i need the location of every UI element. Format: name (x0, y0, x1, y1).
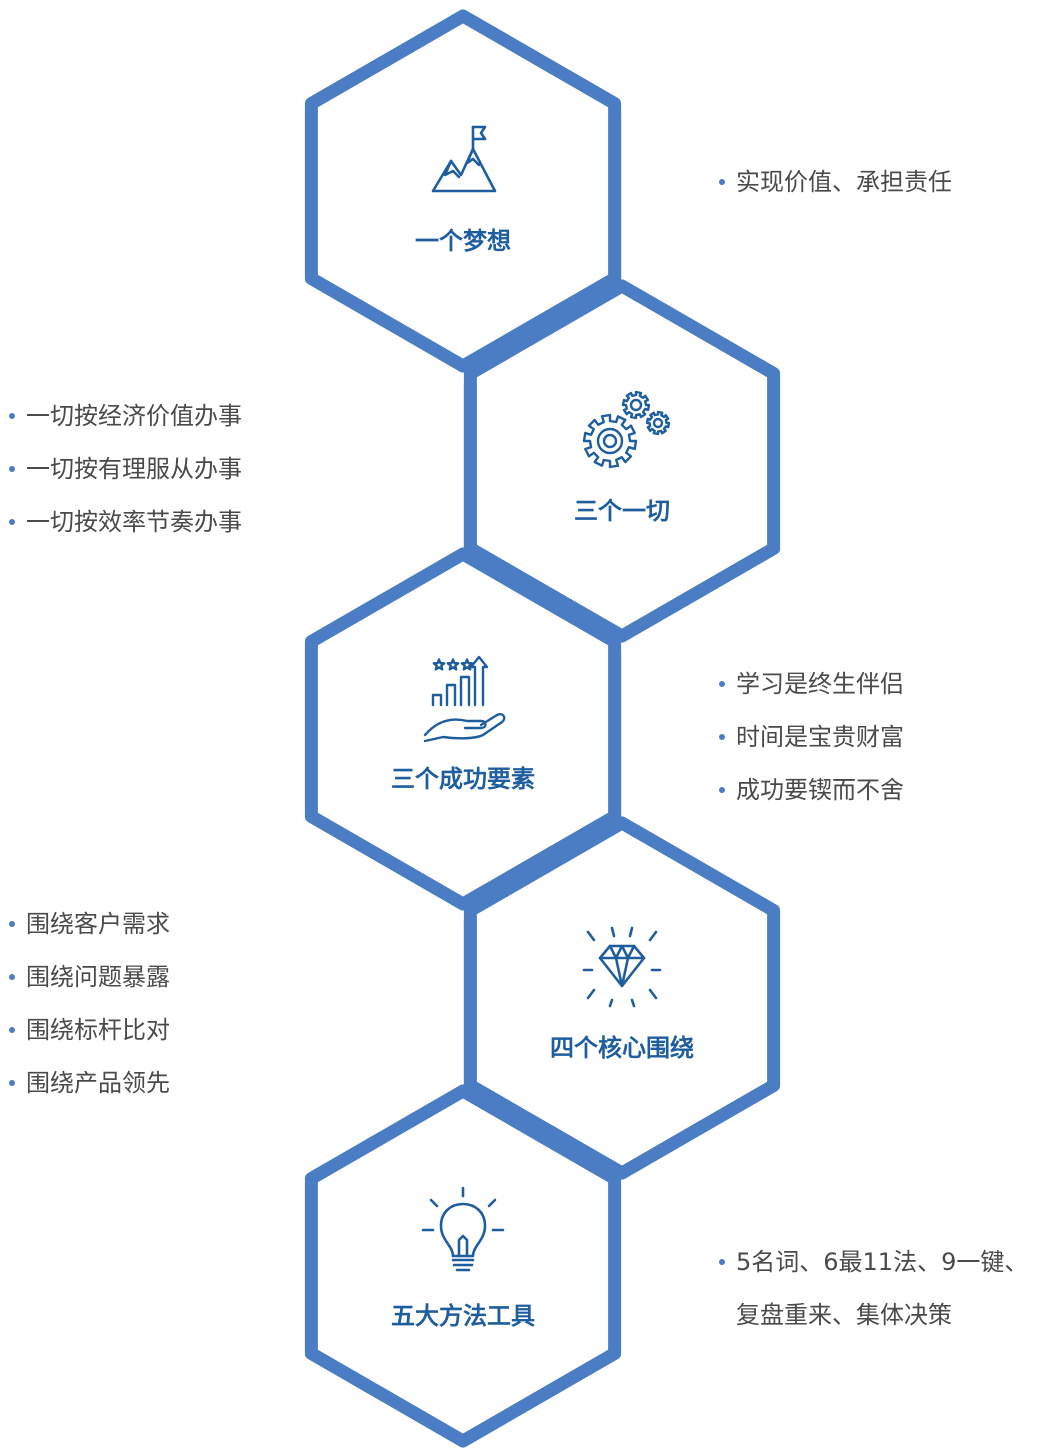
diamond-icon (582, 926, 662, 1008)
bullet-list: 5名词、6最11法、9一键、复盘重来、集体决策 (719, 1248, 1028, 1329)
bullet-item: 5名词、6最11法、9一键、 (719, 1248, 1028, 1276)
hexagon-node: 五大方法工具 (304, 1084, 622, 1448)
hexagon-title: 三个一切 (574, 497, 670, 525)
hexagon-outline (463, 816, 781, 1180)
bullet-text: 围绕产品领先 (26, 1069, 170, 1097)
bullet-dot (9, 974, 15, 980)
bullet-text: 5名词、6最11法、9一键、 (736, 1248, 1028, 1276)
hexagon-title: 三个成功要素 (391, 765, 535, 793)
bullet-text: 围绕标杆比对 (26, 1016, 170, 1044)
bullet-text: 复盘重来、集体决策 (736, 1301, 952, 1329)
bullet-dot (719, 179, 725, 185)
hexagon-node: 三个成功要素 (304, 547, 622, 911)
bullet-item: 时间是宝贵财富 (719, 723, 904, 751)
bullet-item: 复盘重来、集体决策 (736, 1301, 952, 1329)
bullet-dot (719, 1259, 725, 1265)
bullet-dot (9, 466, 15, 472)
bullet-text: 成功要锲而不舍 (736, 776, 904, 804)
bullet-text: 时间是宝贵财富 (736, 723, 904, 751)
bullet-item: 围绕问题暴露 (9, 963, 170, 991)
growth-hand-icon (423, 655, 506, 743)
bullet-item: 围绕产品领先 (9, 1069, 170, 1097)
bullet-item: 一切按效率节奏办事 (9, 508, 242, 536)
bullet-list: 实现价值、承担责任 (719, 168, 952, 196)
bullet-dot (9, 413, 15, 419)
bullet-dot (719, 734, 725, 740)
bullet-text: 一切按效率节奏办事 (26, 508, 242, 536)
bullet-dot (719, 787, 725, 793)
hexagon-node: 三个一切 (463, 279, 781, 643)
bullet-dot (9, 1027, 15, 1033)
hexagon-title: 五大方法工具 (391, 1302, 535, 1330)
bullet-text: 学习是终生伴侣 (736, 670, 904, 698)
gears-icon (582, 390, 671, 469)
bullet-text: 实现价值、承担责任 (736, 168, 952, 196)
hexagon-title: 一个梦想 (415, 227, 511, 255)
bullet-dot (9, 1080, 15, 1086)
bullet-text: 一切按有理服从办事 (26, 455, 242, 483)
bullet-item: 成功要锲而不舍 (719, 776, 904, 804)
hexagon-outline (463, 279, 781, 643)
hexagon-node: 四个核心围绕 (463, 816, 781, 1180)
hexagon-outline (304, 547, 622, 911)
mountain-flag-icon (431, 125, 497, 193)
bullet-item: 一切按有理服从办事 (9, 455, 242, 483)
bullet-text: 围绕客户需求 (26, 910, 170, 938)
bullet-item: 围绕标杆比对 (9, 1016, 170, 1044)
lightbulb-icon (421, 1186, 505, 1272)
bullet-dot (719, 681, 725, 687)
bullet-dot (9, 519, 15, 525)
bullet-item: 围绕客户需求 (9, 910, 170, 938)
bullet-item: 实现价值、承担责任 (719, 168, 952, 196)
bullet-layer: 实现价值、承担责任一切按经济价值办事一切按有理服从办事一切按效率节奏办事学习是终… (9, 168, 1028, 1329)
bullet-text: 一切按经济价值办事 (26, 402, 242, 430)
bullet-item: 学习是终生伴侣 (719, 670, 904, 698)
bullet-text: 围绕问题暴露 (26, 963, 170, 991)
bullet-dot (9, 921, 15, 927)
bullet-item: 一切按经济价值办事 (9, 402, 242, 430)
hexagon-title: 四个核心围绕 (550, 1034, 694, 1062)
hexagon-node: 一个梦想 (304, 9, 622, 373)
